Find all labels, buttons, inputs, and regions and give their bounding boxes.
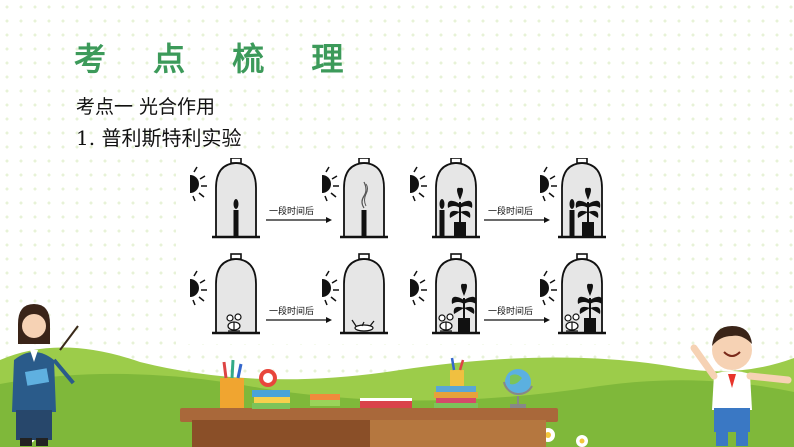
panel-candle-after: [321, 156, 390, 239]
sun-icon: [409, 166, 428, 202]
candle-icon: [233, 199, 239, 236]
bell-jar-icon: [338, 252, 390, 335]
arrow-label: 一段时间后: [269, 205, 314, 216]
pencil-cup-icon: [220, 359, 244, 408]
boy-figure: [690, 326, 792, 446]
panel-mouse-plant-before: [409, 252, 482, 335]
panel-mouse-before: [189, 252, 262, 335]
panel-candle-plant-after: [539, 156, 608, 239]
sun-icon: [189, 166, 208, 202]
desk-right-panel: [370, 420, 546, 447]
books-stack-icon: [434, 357, 478, 408]
books-icon: [310, 394, 412, 408]
arrow-3: 一段时间后: [265, 305, 333, 324]
bell-jar-icon: [210, 252, 262, 335]
desk-items: [220, 357, 533, 409]
panel-candle-before: [189, 156, 262, 239]
arrow-label: 一段时间后: [488, 305, 533, 316]
panel-mouse-plant-after: [539, 252, 608, 335]
globe-icon: [503, 369, 533, 408]
sun-icon: [539, 270, 558, 306]
sun-icon: [189, 270, 208, 306]
candle-icon: [439, 199, 445, 236]
arrow-label: 一段时间后: [488, 205, 533, 216]
arrow-1: 一段时间后: [265, 205, 333, 224]
priestley-experiment-figure: 一段时间后 一段时间后: [176, 156, 616, 344]
section-heading: 考点一 光合作用: [76, 96, 216, 118]
desk: [180, 408, 558, 422]
arrow-4: 一段时间后: [483, 305, 551, 324]
experiment-diagram: 一段时间后 一段时间后: [189, 156, 608, 335]
sun-icon: [321, 166, 340, 202]
panel-candle-plant-before: [409, 156, 482, 239]
sun-icon: [409, 270, 428, 306]
sun-icon: [321, 270, 340, 306]
bell-jar-icon: [430, 252, 482, 335]
arrow-label: 一段时间后: [269, 305, 314, 316]
apple-clock-icon: [252, 369, 290, 409]
panel-mouse-after: [321, 252, 390, 335]
experiment-heading: 1. 普利斯特利实验: [76, 126, 242, 150]
teacher-figure: [12, 304, 79, 446]
sun-icon: [539, 166, 558, 202]
bell-jar-icon: [556, 252, 608, 335]
candle-icon: [569, 199, 575, 236]
page-title: 考 点 梳 理: [74, 40, 362, 78]
arrow-2: 一段时间后: [483, 205, 551, 224]
